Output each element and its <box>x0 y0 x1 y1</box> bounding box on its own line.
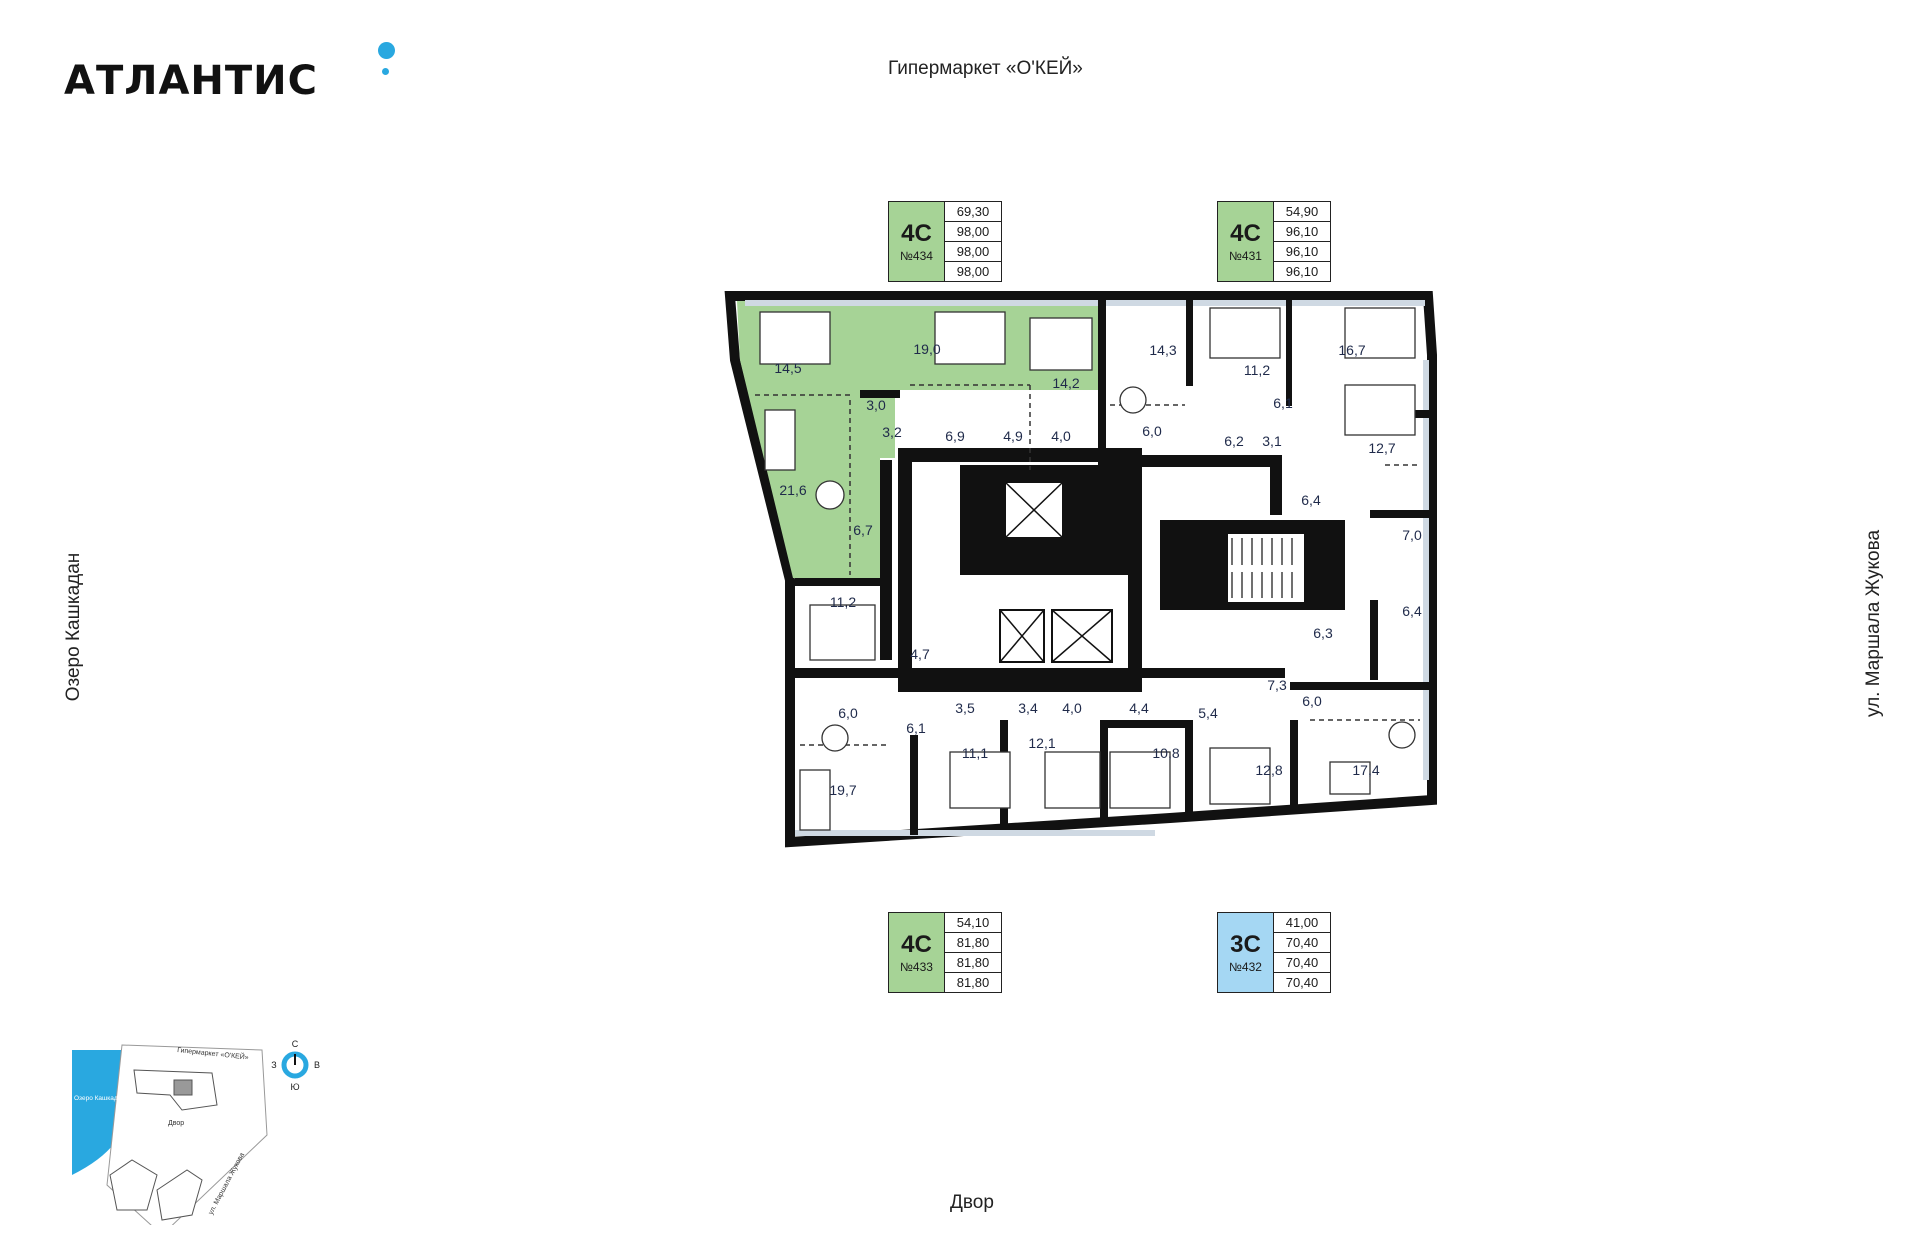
room-area-label: 6,0 <box>838 705 858 721</box>
room-area-label: 17,4 <box>1352 762 1379 778</box>
room-area-label: 4,9 <box>1003 428 1023 444</box>
room-area-label: 4,0 <box>1062 700 1082 716</box>
room-area-label: 6,9 <box>945 428 965 444</box>
room-area-label: 19,7 <box>829 782 856 798</box>
apartment-tag: 4С №434 <box>889 202 944 281</box>
lake-shape <box>72 1050 130 1175</box>
area-value: 70,40 <box>1285 975 1319 990</box>
minimap-yard-label: Двор <box>168 1120 184 1127</box>
apartment-badge-434[interactable]: 4С №434 69,30 98,00 98,00 98,00 <box>888 201 1002 282</box>
area-value: 70,40 <box>1274 933 1330 953</box>
room-area-label: 11,1 <box>962 745 988 761</box>
apartment-type: 4С <box>901 219 932 247</box>
apartment-areas: 69,30 98,00 98,00 98,00 <box>944 202 1001 281</box>
compass-south: Ю <box>290 1082 299 1092</box>
room-area-label: 6,1 <box>906 720 926 736</box>
area-value: 81,80 <box>945 933 1001 953</box>
room-area-label: 6,2 <box>1224 433 1244 449</box>
room-area-label: 3,1 <box>1262 433 1282 449</box>
apartment-tag: 3С №432 <box>1218 913 1273 992</box>
room-area-label: 19,0 <box>913 341 940 357</box>
area-value: 69,30 <box>945 202 1001 222</box>
compass: С Ю З В <box>271 1039 320 1092</box>
apartment-number: №432 <box>1229 959 1262 974</box>
area-value: 96,10 <box>1285 264 1319 279</box>
area-value: 98,00 <box>956 264 990 279</box>
brand-logo: АТЛАНТИС <box>64 58 319 104</box>
room-area-label: 12,7 <box>1368 440 1395 456</box>
apartment-badge-433[interactable]: 4С №433 54,10 81,80 81,80 81,80 <box>888 912 1002 993</box>
room-area-label: 14,2 <box>1052 375 1079 391</box>
room-area-label: 3,4 <box>1018 700 1038 716</box>
area-value: 81,80 <box>956 975 990 990</box>
furniture <box>759 307 1416 831</box>
apartment-number: №434 <box>900 248 933 263</box>
room-area-label: 6,4 <box>1402 603 1422 619</box>
minimap-buildings <box>109 1069 218 1221</box>
area-value: 81,80 <box>945 953 1001 973</box>
apartment-badge-432[interactable]: 3С №432 41,00 70,40 70,40 70,40 <box>1217 912 1331 993</box>
apartment-number: №431 <box>1229 248 1262 263</box>
room-area-label: 3,5 <box>955 700 975 716</box>
staircase <box>1228 534 1304 602</box>
logo-dot-icon <box>378 42 395 59</box>
room-area-label: 6,0 <box>1142 423 1162 439</box>
room-area-label: 7,0 <box>1402 527 1422 543</box>
apartment-type: 4С <box>1230 219 1261 247</box>
area-value: 98,00 <box>945 242 1001 262</box>
room-area-label: 6,7 <box>853 522 873 538</box>
room-area-label: 14,5 <box>774 360 801 376</box>
room-area-label: 11,2 <box>830 594 856 610</box>
room-area-label: 6,4 <box>1301 492 1321 508</box>
compass-east: В <box>314 1060 320 1070</box>
area-value: 70,40 <box>1274 953 1330 973</box>
room-area-label: 6,1 <box>1273 395 1293 411</box>
area-value: 54,90 <box>1274 202 1330 222</box>
apartment-areas: 54,10 81,80 81,80 81,80 <box>944 913 1001 992</box>
room-area-label: 6,0 <box>1302 693 1322 709</box>
compass-west: З <box>271 1060 276 1070</box>
room-area-label: 7,3 <box>1267 677 1287 693</box>
area-value: 96,10 <box>1274 242 1330 262</box>
room-area-label: 3,2 <box>882 424 902 440</box>
apartment-areas: 54,90 96,10 96,10 96,10 <box>1273 202 1330 281</box>
site-minimap[interactable]: Гипермаркет «О'КЕЙ» Озеро Кашкадан Двор … <box>62 1025 362 1225</box>
area-value: 98,00 <box>945 222 1001 242</box>
room-area-label: 11,2 <box>1244 362 1270 378</box>
room-area-label: 12,1 <box>1028 735 1055 751</box>
apartment-number: №433 <box>900 959 933 974</box>
room-area-label: 12,8 <box>1255 762 1282 778</box>
window-strip <box>745 300 1105 306</box>
room-area-label: 16,7 <box>1338 342 1365 358</box>
room-area-label: 5,4 <box>1198 705 1218 721</box>
room-area-label: 10,8 <box>1152 745 1179 761</box>
apartment-areas: 41,00 70,40 70,40 70,40 <box>1273 913 1330 992</box>
area-value: 41,00 <box>1274 913 1330 933</box>
window-strip <box>1105 300 1425 306</box>
apartment-tag: 4С №431 <box>1218 202 1273 281</box>
room-area-label: 4,0 <box>1051 428 1071 444</box>
room-area-label: 14,3 <box>1149 342 1176 358</box>
logo-dot-small-icon <box>382 68 389 75</box>
compass-north: С <box>292 1039 299 1049</box>
window-strip <box>1423 360 1429 780</box>
room-area-label: 21,6 <box>779 482 806 498</box>
area-value: 54,10 <box>945 913 1001 933</box>
apartment-type: 4С <box>901 930 932 958</box>
area-value: 96,10 <box>1274 222 1330 242</box>
street-label-bottom: Двор <box>950 1192 994 1213</box>
street-label-top: Гипермаркет «О'КЕЙ» <box>888 58 1083 79</box>
apartment-tag: 4С №433 <box>889 913 944 992</box>
room-area-label: 4,7 <box>910 646 930 662</box>
room-area-label: 4,4 <box>1129 700 1149 716</box>
apartment-type: 3С <box>1230 930 1261 958</box>
room-area-label: 6,3 <box>1313 625 1333 641</box>
window-strip <box>795 830 1155 836</box>
minimap-lake-label: Озеро Кашкадан <box>74 1095 125 1102</box>
room-area-label: 3,0 <box>866 397 886 413</box>
apartment-badge-431[interactable]: 4С №431 54,90 96,10 96,10 96,10 <box>1217 201 1331 282</box>
